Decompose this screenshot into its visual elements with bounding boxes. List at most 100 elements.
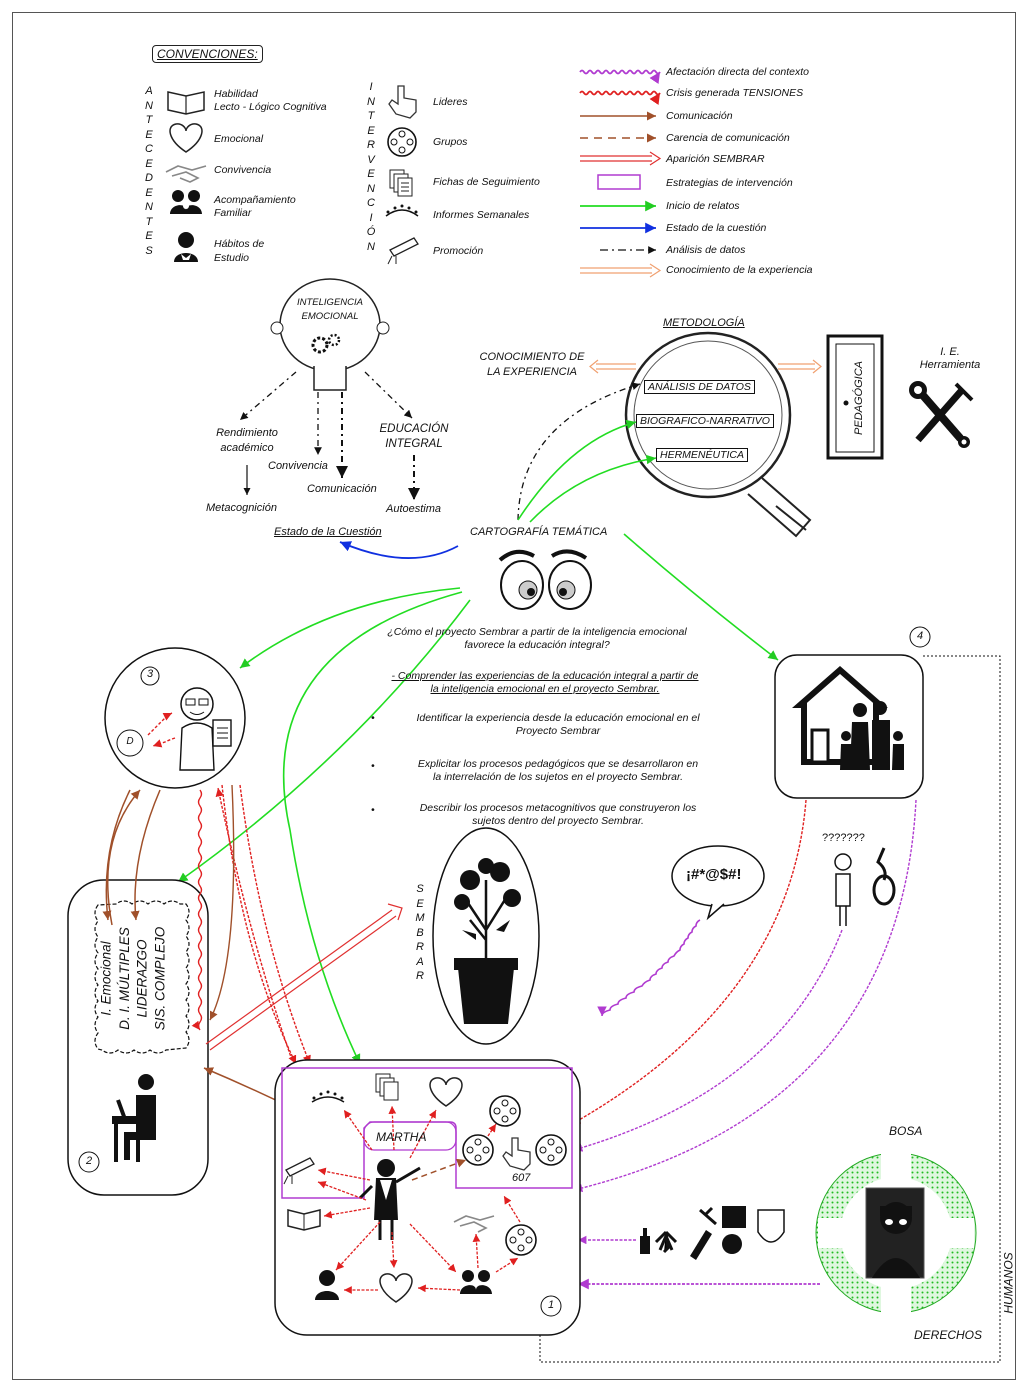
heart-icon: [379, 1273, 413, 1303]
arrow-to-node4: [623, 533, 779, 661]
book-icon: [167, 91, 205, 115]
bullet-1: •: [371, 712, 375, 724]
metodo-hermeneutica: HERMENÉUTICA: [656, 448, 749, 462]
vertical-letter: C: [367, 197, 375, 209]
handshake-icon: [165, 165, 207, 183]
group-circle-icon: [505, 1224, 537, 1256]
arrow-estado-cuestion: [339, 541, 459, 559]
node-4-familia: [774, 626, 931, 799]
vertical-letter: R: [416, 941, 424, 953]
documents-icon: [389, 169, 413, 197]
node-4-number: 4: [916, 630, 924, 642]
metodologia-title: METODOLOGÍA: [663, 317, 745, 329]
vertical-letter: A: [145, 85, 153, 97]
door-label: PEDAGÓGICA: [852, 361, 865, 435]
vertical-letter: T: [367, 110, 375, 122]
metodo-biografico-narrativo: BIOGRAFICO-NARRATIVO: [636, 414, 774, 428]
arrow-2-3-a: [102, 789, 131, 921]
student-icon: [315, 1270, 339, 1300]
research-question: ¿Cómo el proyecto Sembrar a partir de la…: [387, 626, 687, 651]
legend-arrow-afectacion: [579, 69, 661, 84]
student-icon: [174, 232, 198, 262]
node-1-aula: [274, 1059, 581, 1336]
legend-arrow-crisis: [579, 90, 661, 105]
derechos-label: DERECHOS: [914, 1328, 983, 1342]
convivencia-label: Convivencia: [268, 460, 328, 472]
legend-label-promocion: Promoción: [433, 245, 484, 257]
group-circle-icon: [489, 1095, 521, 1127]
handshake-icon: [453, 1215, 495, 1233]
group-circle-icon: [462, 1134, 494, 1166]
general-objective: - Comprender las experiencias de la educ…: [391, 670, 699, 695]
vertical-letter: R: [367, 139, 375, 151]
vertical-letter: E: [145, 128, 153, 141]
vertical-letter: E: [145, 186, 153, 199]
arrow-relato-hermeneutica: [529, 454, 657, 523]
cloud-label-liderazgo: LIDERAZGO: [134, 938, 150, 1018]
tools-icon: [909, 381, 974, 448]
group-circle-icon: [387, 127, 417, 157]
vertical-letter: N: [367, 182, 375, 195]
vertical-letter: T: [145, 215, 153, 228]
diploma-icon: [283, 1157, 315, 1185]
eye-lashes-icon: [311, 1090, 345, 1103]
vertical-letter: B: [416, 926, 424, 939]
page-frame: [12, 12, 1016, 1380]
vertical-letter: N: [145, 201, 153, 213]
legend-box-estrategias: [597, 174, 641, 190]
vertical-letter: D: [145, 172, 153, 184]
vertical-letter: T: [145, 114, 153, 126]
rendimiento-label: Rendimiento académico: [216, 427, 278, 454]
family-support-icon: [170, 190, 202, 214]
vertical-letter: E: [145, 230, 153, 242]
heart-icon: [429, 1077, 463, 1107]
vertical-letter: N: [367, 95, 375, 108]
vertical-letter: V: [367, 153, 375, 166]
arrow-3-2-red: [191, 789, 203, 1031]
head-label: INTELIGENCIA EMOCIONAL: [297, 297, 363, 322]
legend-arrow-label-6: Inicio de relatos: [666, 200, 740, 212]
conocimiento-experiencia-label: CONOCIMIENTO DE LA EXPERIENCIA: [479, 351, 585, 378]
cloud-label-emocional: I. Emocional: [98, 940, 114, 1016]
legend-arrow-sembrar: [580, 151, 662, 166]
arrow-to-node3: [239, 587, 461, 669]
heart-icon: [169, 123, 203, 153]
arrow-person-node1: [573, 929, 843, 1152]
cartografia-label: CARTOGRAFÍA TEMÁTICA: [470, 526, 608, 538]
vertical-letter: N: [367, 240, 375, 253]
eyes-icon: [498, 549, 592, 610]
arrow-to-node1: [282, 591, 463, 1065]
node-2-estudiante: [67, 879, 209, 1196]
vertical-letter: E: [416, 897, 424, 910]
door-icon: [826, 334, 884, 460]
legend-arrow-label-0: Afectación directa del contexto: [666, 66, 810, 78]
arrow-aparicion-sembrar: [205, 903, 403, 1051]
vertical-letter: E: [145, 157, 153, 170]
specific-objective-1: Identificar la experiencia desde la educ…: [416, 712, 700, 737]
arrow-2-3-c: [130, 789, 161, 921]
vertical-letter: I: [369, 211, 373, 224]
legend-arrow-label-7: Estado de la cuestión: [666, 222, 767, 234]
group-circle-icon: [535, 1134, 567, 1166]
family-support-icon: [460, 1270, 492, 1294]
head-branches: [239, 371, 420, 500]
book-icon: [287, 1209, 321, 1231]
arrow-3-1-red-a: [221, 784, 297, 1065]
node-2-number: 2: [85, 1155, 93, 1167]
legend-label-fichas: Fichas de Seguimiento: [433, 176, 540, 188]
martha-label: MARTHA: [376, 1130, 427, 1144]
node-3-number: 3: [146, 668, 154, 680]
arrow-conocimiento-left: [589, 359, 636, 374]
vertical-letter: S: [416, 883, 424, 895]
documents-icon: [375, 1073, 399, 1101]
legend-arrow-label-2: Comunicación: [666, 110, 733, 122]
arrow-node4-node1-purple: [573, 799, 917, 1193]
bosa-label: BOSA: [889, 1124, 923, 1138]
educacion-label: EDUCACIÓN INTEGRAL: [379, 423, 449, 450]
bosa-ring: [815, 1152, 977, 1314]
vertical-letter: S: [145, 244, 153, 257]
node-3-docente: [104, 647, 246, 789]
metodo-analisis-datos: ANÁLISIS DE DATOS: [644, 380, 755, 394]
